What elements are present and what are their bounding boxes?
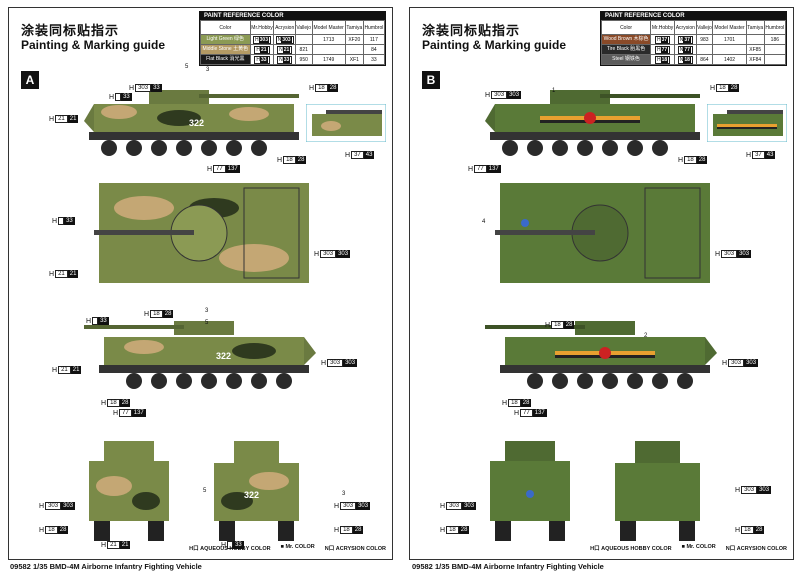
part-number: 4	[482, 219, 486, 225]
color-legend: H口 AQUEOUS HOBBY COLOR ■ Mr. COLOR N口 AC…	[189, 544, 386, 552]
table-row: Middle Stone 土黄色 H21 N21 821 84	[200, 44, 386, 55]
turret-detail-inset	[306, 104, 386, 142]
sheet-b: 涂装同标贴指示 Painting & Marking guide B PAINT…	[409, 7, 794, 560]
title-chinese: 涂装同标贴指示	[21, 23, 120, 38]
vehicle-front-view	[615, 441, 700, 541]
vehicle-rear-view	[490, 441, 570, 541]
color-swatch: Wood Brown 木棕色	[600, 34, 652, 45]
footer-caption: 09582 1/35 BMD-4M Airborne Infantry Figh…	[10, 562, 202, 571]
col-humbrol: Humbrol	[362, 20, 386, 35]
vehicle-side-view-right: 322	[84, 321, 316, 389]
vehicle-number: 322	[216, 351, 231, 361]
vehicle-top-view	[94, 183, 309, 283]
vehicle-side-view-left: 322	[84, 90, 299, 156]
col-vallejo: Vallejo	[294, 20, 313, 35]
table-row: Steel 钢铁色 H18 N18 864 1402 XF84	[600, 54, 787, 65]
col-tamiya: Tamiya	[344, 20, 364, 35]
vehicle-number: 322	[189, 118, 204, 128]
title-english: Painting & Marking guide	[422, 38, 567, 52]
table-row: Wood Brown 木棕色 H37 N37 983 1701 186	[600, 34, 787, 45]
vehicle-front-view: 322	[214, 441, 299, 541]
acrysion-code: N303	[275, 35, 294, 44]
footer-caption: 09582 1/35 BMD-4M Airborne Infantry Figh…	[412, 562, 604, 571]
vehicle-rear-view	[89, 441, 169, 541]
scheme-badge: A	[21, 71, 39, 89]
color-swatch: Light Green 绿色	[200, 34, 251, 45]
part-number: 3	[342, 491, 346, 497]
part-number: 2	[644, 333, 648, 339]
col-acrysion: Acrysion	[273, 20, 296, 35]
paint-reference-table: PAINT REFERENCE COLOR Color Mr.Hobby Acr…	[199, 11, 386, 66]
part-number: 3	[205, 308, 209, 314]
color-swatch: Flat Black 消光黑	[200, 54, 251, 65]
sheet-a: 涂装同标贴指示 Painting & Marking guide A PAINT…	[8, 7, 393, 560]
color-swatch: Middle Stone 土黄色	[200, 44, 251, 55]
paint-reference-table: PAINT REFERENCE COLOR Color Mr.Hobby Acr…	[600, 11, 787, 66]
table-row: Light Green 绿色 H303 N303 1713 XF20 117	[200, 34, 386, 45]
table-row: Flat Black 消光黑 H33 N33 950 1749 XF1 33	[200, 54, 386, 65]
turret-detail-inset	[707, 104, 787, 142]
vehicle-side-view-right	[485, 321, 717, 389]
mrhobby-code: H303	[253, 35, 271, 44]
table-row: Tire Black 胎黑色 H77 N77 XF85	[600, 44, 787, 55]
part-number: 5	[205, 320, 209, 326]
color-legend: H口 AQUEOUS HOBBY COLOR ■ Mr. COLOR N口 AC…	[590, 544, 787, 552]
paint-reference-header: PAINT REFERENCE COLOR	[601, 12, 786, 20]
col-modelmaster: Model Master	[311, 20, 346, 35]
part-number: 5	[185, 64, 189, 70]
title-chinese: 涂装同标贴指示	[422, 23, 521, 38]
col-mrhobby: Mr.Hobby	[249, 20, 275, 35]
vehicle-number: 322	[244, 490, 259, 500]
color-swatch: Steel 钢铁色	[600, 54, 652, 65]
part-number: 5	[203, 488, 207, 494]
vehicle-side-view-left	[485, 90, 700, 156]
part-number: 1	[552, 88, 556, 94]
paint-reference-header: PAINT REFERENCE COLOR	[200, 12, 385, 20]
title-english: Painting & Marking guide	[21, 38, 166, 52]
vehicle-top-view	[495, 183, 710, 283]
col-color: Color	[200, 20, 251, 35]
color-swatch: Tire Black 胎黑色	[600, 44, 652, 55]
part-number: 3	[206, 67, 210, 73]
scheme-badge: B	[422, 71, 440, 89]
